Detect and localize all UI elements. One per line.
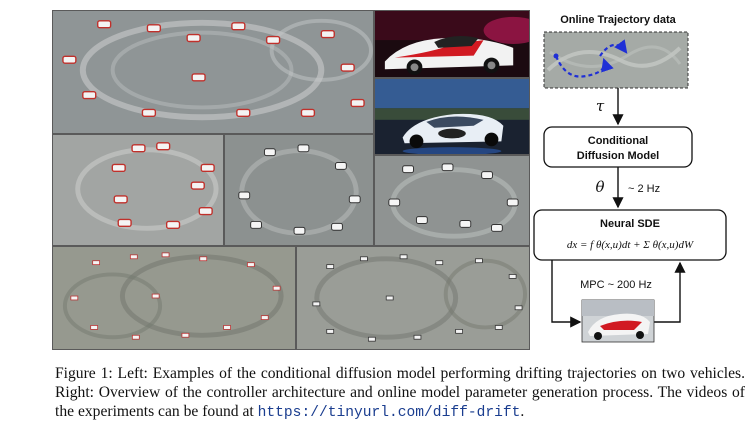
figure-caption: Figure 1: Left: Examples of the conditio… [55, 364, 745, 423]
sde-equation: dx = f θ(x,u)dt + Σ θ(x,u)dW [567, 239, 694, 251]
flow-arrow [654, 261, 686, 323]
cdm-label-line2: Diffusion Model [577, 150, 660, 162]
photo-white-car-drift-right [374, 155, 530, 246]
vehicle-photo [581, 299, 655, 343]
architecture-diagram: Online Trajectory data τ Conditional Dif… [530, 0, 750, 350]
photo-aerial-drift-left [52, 246, 296, 350]
drift-collage [52, 10, 530, 350]
theta-label: θ [595, 178, 604, 196]
online-trajectory-label: Online Trajectory data [560, 14, 676, 26]
photo-white-car-drift-mid [224, 134, 374, 246]
trajectory-thumbnail [543, 31, 689, 89]
neural-sde-title: Neural SDE [600, 218, 660, 230]
photo-red-car-drift-mid [52, 134, 224, 246]
cdm-label-line1: Conditional [588, 135, 649, 147]
photo-race-car [374, 10, 530, 78]
flow-arrow [551, 260, 582, 328]
photo-aerial-drift-right [296, 246, 530, 350]
caption-video-link[interactable]: https://tinyurl.com/diff-drift [257, 405, 521, 421]
diffusion-rate-label: ~ 2 Hz [628, 183, 660, 195]
neural-sde-box [533, 209, 727, 261]
photo-red-car-drift-top [52, 10, 374, 134]
caption-end: . [520, 403, 525, 420]
tau-label: τ [596, 97, 605, 115]
caption-text: Figure 1: Left: Examples of the conditio… [55, 365, 745, 420]
mpc-rate-label: MPC ~ 200 Hz [580, 279, 652, 291]
photo-white-car [374, 78, 530, 155]
